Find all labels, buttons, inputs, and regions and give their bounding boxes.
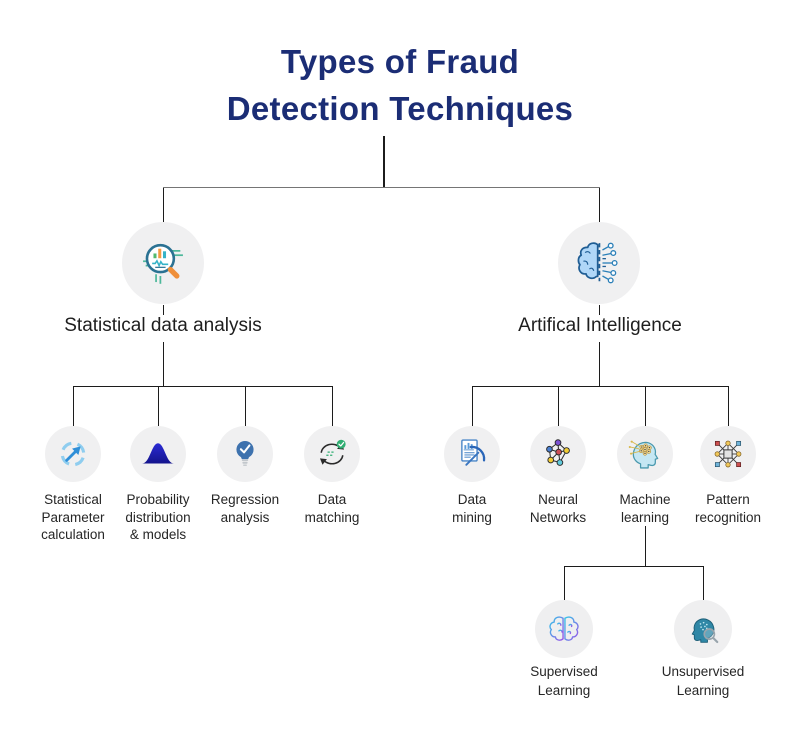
node-data-matching: [304, 426, 360, 482]
connector-drop: [563, 567, 565, 600]
label-supervised-learning: Supervised Learning: [530, 664, 598, 698]
head-machine-learning-icon: [626, 435, 664, 473]
lightbulb-check-icon: [226, 435, 264, 473]
brain-gradient-icon: [545, 610, 583, 648]
node-unsupervised-learning: [674, 600, 732, 658]
pattern-nodes-icon: [709, 435, 747, 473]
label-statistical-data-analysis: Statistical data analysis: [64, 315, 262, 336]
node-artificial-intelligence: [558, 222, 640, 304]
connector-drop: [727, 387, 729, 426]
connector-left-circle-label: [162, 305, 164, 315]
page-title: Types of Fraud Detection Techniques: [226, 43, 574, 127]
label-regression-analysis: Regression analysis: [210, 492, 280, 525]
node-regression-analysis: [217, 426, 273, 482]
connector-drop: [644, 387, 646, 426]
node-machine-learning: [617, 426, 673, 482]
connector-drop: [557, 387, 559, 426]
neural-network-icon: [539, 435, 577, 473]
label-statistical-parameter-calculation: Statistical Parameter calculation: [41, 492, 105, 542]
connector-left-branch-horizontal: [72, 385, 333, 387]
data-mining-icon: [453, 435, 491, 473]
connector-drop: [471, 387, 473, 426]
connector-root-horizontal: [163, 186, 600, 188]
label-data-matching: Data matching: [304, 492, 360, 525]
brain-circuit-icon: [573, 237, 625, 289]
label-probability-distribution: Probability distribution & models: [125, 492, 191, 542]
connector-right-branch-horizontal: [471, 385, 729, 387]
connector-drop: [72, 387, 74, 426]
connector-drop: [702, 567, 704, 600]
label-machine-learning: Machine learning: [619, 492, 671, 525]
connector-drop: [244, 387, 246, 426]
node-neural-networks: [530, 426, 586, 482]
node-supervised-learning: [535, 600, 593, 658]
connector-ml-stem: [644, 526, 646, 566]
connector-drop: [331, 387, 333, 426]
label-data-mining: Data mining: [452, 492, 492, 525]
connector-drop: [157, 387, 159, 426]
connector-title-stem: [383, 136, 385, 187]
node-data-mining: [444, 426, 500, 482]
node-probability-distribution: [130, 426, 186, 482]
head-magnifier-icon: [684, 610, 722, 648]
sync-check-icon: [313, 435, 351, 473]
label-pattern-recognition: Pattern recognition: [694, 492, 762, 525]
connector-ml-horizontal: [563, 565, 704, 567]
connector-right-circle-label: [598, 305, 600, 315]
label-unsupervised-learning: Unsupervised Learning: [661, 664, 745, 698]
magnifier-chart-icon: [137, 237, 189, 289]
growth-arrow-icon: [54, 435, 92, 473]
node-pattern-recognition: [700, 426, 756, 482]
node-statistical-data-analysis: [122, 222, 204, 304]
connector-left-stem: [162, 188, 164, 222]
label-neural-networks: Neural Networks: [529, 492, 587, 525]
connector-left-label-branch: [162, 342, 164, 386]
connector-right-stem: [598, 188, 600, 222]
connector-right-label-branch: [598, 342, 600, 386]
label-artificial-intelligence: Artifical Intelligence: [518, 315, 682, 336]
node-statistical-parameter-calculation: [45, 426, 101, 482]
bell-curve-icon: [139, 435, 177, 473]
